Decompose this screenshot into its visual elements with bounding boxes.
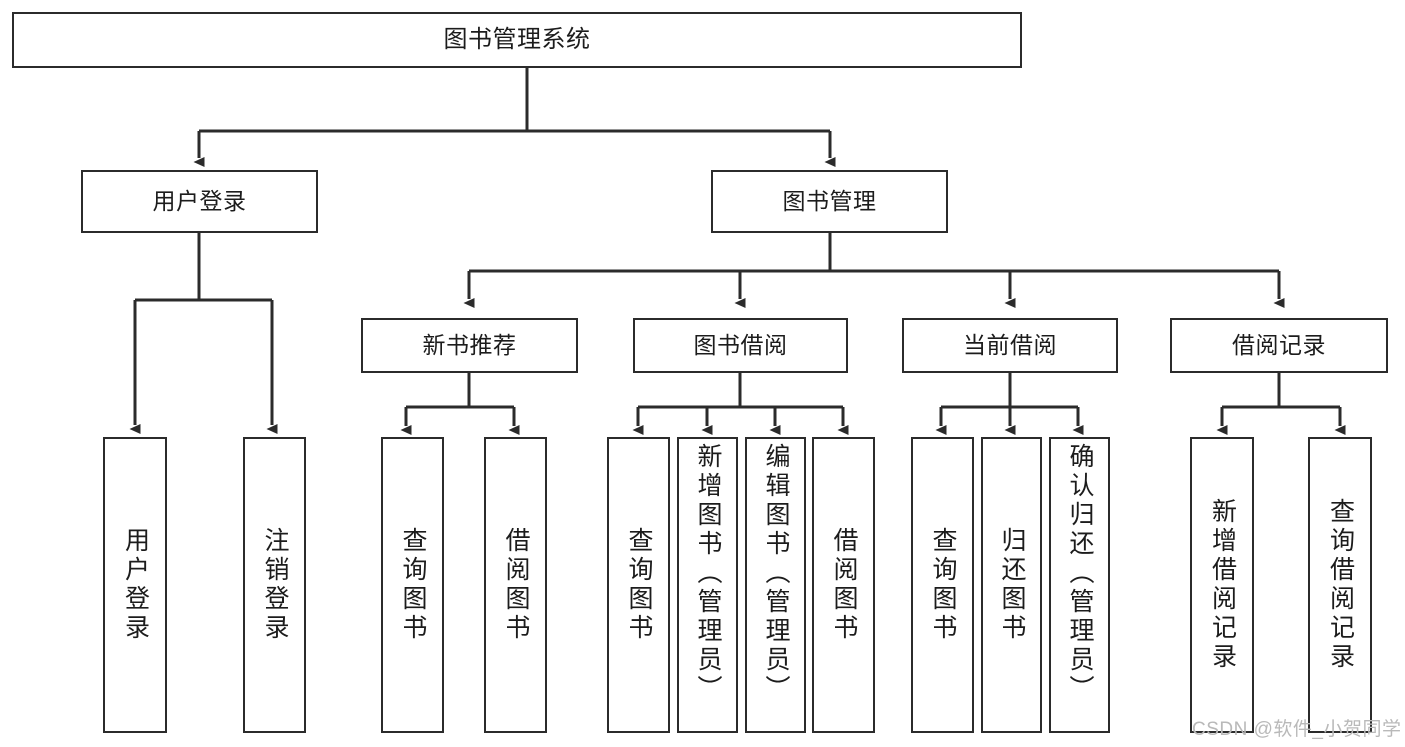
node-label: 图书管理 <box>782 187 877 214</box>
leaf-query-book-current[interactable]: 查询图书 <box>911 437 974 733</box>
node-book-management[interactable]: 图书管理 <box>711 170 948 233</box>
leaf-query-book-borrow[interactable]: 查询图书 <box>607 437 670 733</box>
node-label: 用户登录 <box>152 187 247 214</box>
node-label: 查询借阅记录 <box>1326 498 1355 672</box>
node-label: 注销登录 <box>261 527 289 643</box>
node-label: 查询图书 <box>929 527 957 643</box>
node-label: 新增图书（管理员） <box>694 443 722 704</box>
node-borrow-record[interactable]: 借阅记录 <box>1170 318 1388 373</box>
node-label: 归还图书 <box>998 527 1026 643</box>
node-label: 借阅图书 <box>830 527 858 643</box>
leaf-user-logout[interactable]: 注销登录 <box>243 437 306 733</box>
leaf-add-borrow-record[interactable]: 新增借阅记录 <box>1190 437 1254 733</box>
node-label: 新增借阅记录 <box>1208 498 1237 672</box>
node-label: 确认归还（管理员） <box>1066 443 1094 704</box>
node-new-book-recommend[interactable]: 新书推荐 <box>361 318 578 373</box>
node-label: 图书管理系统 <box>443 25 591 53</box>
leaf-return-book[interactable]: 归还图书 <box>981 437 1042 733</box>
leaf-user-login[interactable]: 用户登录 <box>103 437 167 733</box>
node-label: 查询图书 <box>625 527 653 643</box>
leaf-confirm-return-admin[interactable]: 确认归还（管理员） <box>1049 437 1110 733</box>
node-label: 借阅图书 <box>502 527 530 643</box>
node-label: 当前借阅 <box>963 331 1057 358</box>
leaf-add-book-admin[interactable]: 新增图书（管理员） <box>677 437 738 733</box>
node-label: 图书借阅 <box>693 331 788 358</box>
node-root-library-system[interactable]: 图书管理系统 <box>12 12 1022 68</box>
node-label: 用户登录 <box>121 527 150 643</box>
node-current-borrow[interactable]: 当前借阅 <box>902 318 1118 373</box>
node-label: 编辑图书（管理员） <box>762 443 790 704</box>
node-label: 新书推荐 <box>422 331 517 358</box>
node-label: 查询图书 <box>399 527 427 643</box>
leaf-query-book-recommend[interactable]: 查询图书 <box>381 437 444 733</box>
node-user-login[interactable]: 用户登录 <box>81 170 318 233</box>
leaf-query-borrow-record[interactable]: 查询借阅记录 <box>1308 437 1372 733</box>
node-label: 借阅记录 <box>1232 331 1326 358</box>
node-book-borrow[interactable]: 图书借阅 <box>633 318 848 373</box>
leaf-edit-book-admin[interactable]: 编辑图书（管理员） <box>745 437 806 733</box>
leaf-borrow-book-borrow[interactable]: 借阅图书 <box>812 437 875 733</box>
csdn-watermark: CSDN @软件_小贺同学 <box>1192 719 1402 740</box>
leaf-borrow-book-recommend[interactable]: 借阅图书 <box>484 437 547 733</box>
